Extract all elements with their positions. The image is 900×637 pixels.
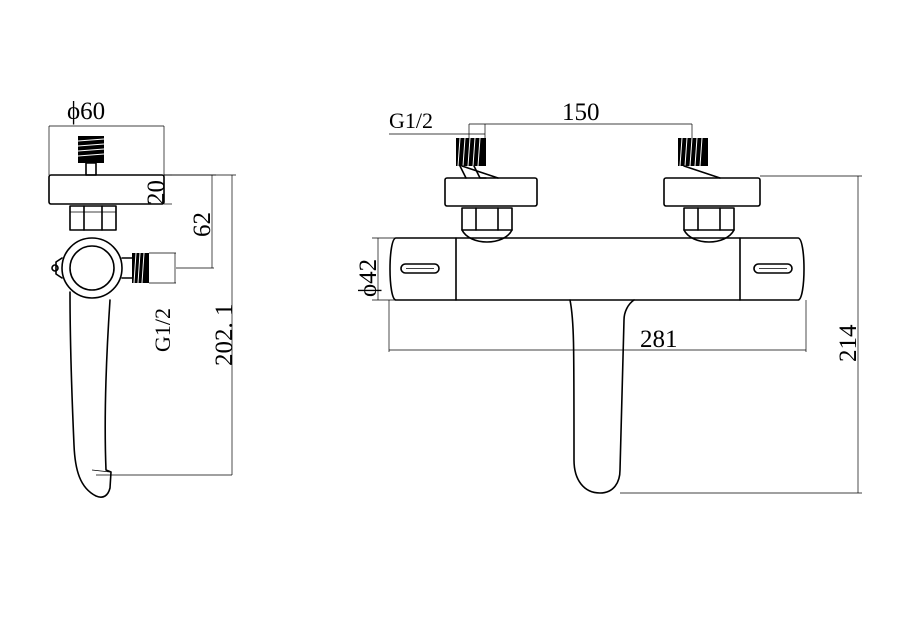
side-right-thread [132, 252, 149, 284]
side-inlet-thread [77, 136, 105, 176]
label-side-g12: G1/2 [150, 308, 175, 352]
label-length-281: 281 [640, 326, 678, 353]
side-body-circle [51, 237, 133, 299]
front-spout [569, 299, 635, 494]
label-spacing-150: 150 [562, 99, 600, 126]
label-height-202: 202. 1 [211, 304, 238, 367]
front-right-inlet [663, 137, 761, 243]
label-front-g12: G1/2 [389, 108, 433, 133]
label-diameter-42: ϕ42 [355, 259, 382, 297]
label-height-20: 20 [143, 180, 170, 205]
side-view: ϕ60 [48, 98, 238, 498]
front-body-bar [389, 237, 805, 301]
left-handle-slot [400, 263, 440, 274]
right-handle-slot [753, 263, 793, 274]
label-diameter-60: ϕ60 [67, 98, 105, 125]
side-spout [69, 291, 112, 498]
side-nut [69, 205, 117, 231]
label-height-214: 214 [835, 324, 862, 362]
side-flange [48, 174, 165, 205]
front-view: G1/2 150 [355, 99, 862, 494]
front-left-inlet [444, 137, 538, 243]
label-height-62: 62 [189, 212, 216, 237]
